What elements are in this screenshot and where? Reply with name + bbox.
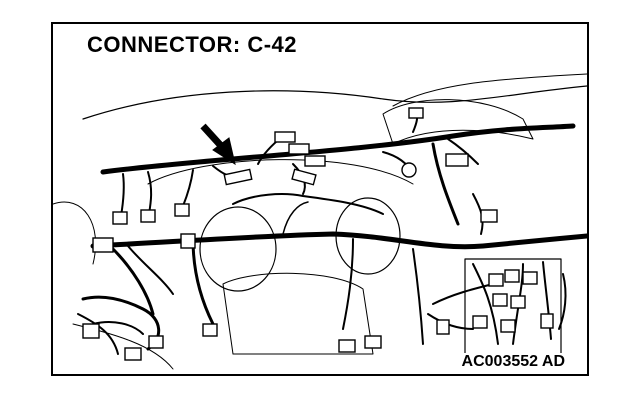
connector-c42 bbox=[223, 168, 253, 186]
branch-wire bbox=[111, 247, 155, 316]
relay-box-wire bbox=[542, 261, 552, 340]
connector bbox=[445, 153, 469, 167]
connector bbox=[124, 347, 142, 361]
connector bbox=[540, 313, 554, 329]
connector bbox=[500, 319, 516, 333]
connector bbox=[338, 339, 356, 353]
branch-wire bbox=[147, 171, 153, 215]
connector bbox=[291, 168, 317, 186]
connector bbox=[140, 209, 156, 223]
connector bbox=[364, 335, 382, 349]
glovebox-outline bbox=[382, 99, 534, 145]
lower-panel-2 bbox=[53, 201, 97, 265]
cluster-hood bbox=[147, 159, 414, 185]
main-harness-upper bbox=[100, 123, 576, 175]
wiring-harness-drawing bbox=[53, 73, 587, 370]
connector-title: CONNECTOR: C-42 bbox=[87, 32, 298, 57]
branch-wire bbox=[232, 193, 384, 215]
connector bbox=[174, 203, 190, 217]
branch-wire bbox=[431, 142, 460, 226]
connector bbox=[148, 335, 164, 349]
relay-box-wire bbox=[427, 313, 474, 330]
branch-wire bbox=[191, 237, 215, 326]
branch-wire bbox=[412, 248, 424, 345]
grommet bbox=[401, 162, 417, 178]
console-outline bbox=[222, 272, 374, 355]
dashboard-upper-curve bbox=[392, 73, 587, 107]
connector bbox=[488, 273, 504, 287]
left-gauge bbox=[199, 206, 277, 292]
connector bbox=[112, 211, 128, 225]
connector bbox=[92, 237, 114, 253]
branch-wire bbox=[182, 169, 194, 207]
connector bbox=[436, 319, 450, 335]
branch-wire bbox=[127, 245, 174, 295]
harness-bundle bbox=[77, 313, 119, 355]
connector bbox=[480, 209, 498, 223]
relay-box-wire bbox=[472, 263, 499, 345]
figure-code: AC003552 AD bbox=[459, 353, 567, 371]
connector bbox=[274, 131, 296, 143]
connector bbox=[82, 323, 100, 339]
connector bbox=[304, 155, 326, 167]
main-harness-lower bbox=[90, 231, 587, 250]
connector bbox=[522, 271, 538, 285]
connector bbox=[504, 269, 520, 283]
connector bbox=[288, 143, 310, 155]
diagram-frame: CONNECTOR: C-42 AC003552 AD bbox=[51, 22, 589, 376]
connector bbox=[408, 107, 424, 119]
connector bbox=[202, 323, 218, 337]
dashboard-outline bbox=[82, 85, 587, 120]
connector bbox=[510, 295, 526, 309]
relay-box-wire bbox=[558, 273, 567, 330]
branch-wire bbox=[282, 201, 309, 235]
connector bbox=[472, 315, 488, 329]
pointer-arrow-icon bbox=[200, 123, 236, 166]
branch-wire bbox=[120, 173, 125, 217]
branch-wire bbox=[342, 238, 354, 330]
connector bbox=[180, 233, 196, 249]
connector bbox=[492, 293, 508, 307]
harness-bundle bbox=[92, 321, 144, 335]
relay-box-wire bbox=[432, 283, 494, 305]
